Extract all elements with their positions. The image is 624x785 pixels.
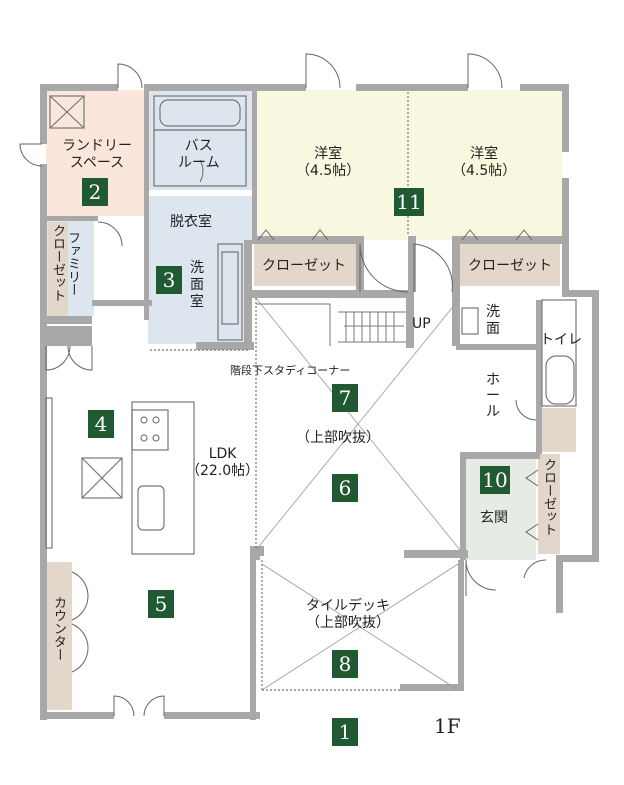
room-western-right: 洋室 （4.5帖）	[452, 146, 517, 179]
room-western-left: 洋室 （4.5帖）	[296, 146, 361, 179]
badge-7: 7	[332, 384, 358, 412]
room-washroom-main: 洗 面 室	[190, 260, 204, 310]
badge-8: 8	[332, 650, 358, 678]
entrance-closet-floor	[538, 454, 560, 554]
closet-entrance-label: クローゼット	[541, 458, 556, 536]
counter-floor	[46, 562, 72, 710]
closet-right-floor	[460, 242, 560, 286]
void-center-label: （上部吹抜）	[296, 430, 380, 446]
family-closet-shelf	[48, 222, 68, 316]
family-closet-label: ファミリー クローゼット	[50, 224, 80, 302]
stairs-up-label: UP	[412, 316, 431, 332]
room-washroom-small: 洗 面	[486, 304, 500, 337]
bath-floor	[148, 90, 252, 190]
room-closet-entrance: クローゼット	[541, 458, 556, 541]
stairs	[256, 303, 406, 346]
room-closet-left: クローゼット	[262, 258, 346, 274]
room-entrance: 玄関	[480, 510, 508, 526]
room-closet-right: クローゼット	[468, 258, 552, 274]
room-counter: カウンター	[51, 596, 66, 666]
room-dressing: 脱衣室	[170, 214, 212, 230]
counter-label: カウンター	[51, 596, 66, 661]
badge-3: 3	[156, 266, 182, 294]
badge-11: 11	[394, 188, 424, 216]
dressing-floor	[148, 196, 252, 242]
badge-4: 4	[88, 410, 114, 438]
floor-label: 1F	[434, 714, 461, 738]
closet-left-floor	[254, 242, 356, 286]
badge-1: 1	[332, 718, 358, 746]
stairs-study-label: 階段下スタディコーナー	[230, 364, 351, 377]
badge-2: 2	[82, 178, 108, 206]
badge-10: 10	[480, 466, 510, 494]
room-toilet: トイレ	[540, 332, 582, 348]
walls	[40, 84, 599, 720]
doors	[19, 53, 547, 717]
room-tile-deck: タイルデッキ （上部吹抜）	[306, 598, 390, 631]
room-hall: ホ ー ル	[486, 372, 500, 420]
fixtures	[45, 92, 577, 691]
hall-storage	[536, 408, 576, 452]
badge-6: 6	[332, 474, 358, 502]
badge-5: 5	[148, 590, 174, 618]
room-bath: バス ルーム	[178, 138, 220, 171]
void-lines	[255, 297, 461, 691]
closet-doors	[257, 229, 539, 541]
room-family-closet: ファミリー クローゼット	[50, 224, 80, 307]
room-ldk: LDK （22.0帖）	[186, 446, 260, 479]
room-laundry: ランドリー スペース	[62, 138, 132, 171]
